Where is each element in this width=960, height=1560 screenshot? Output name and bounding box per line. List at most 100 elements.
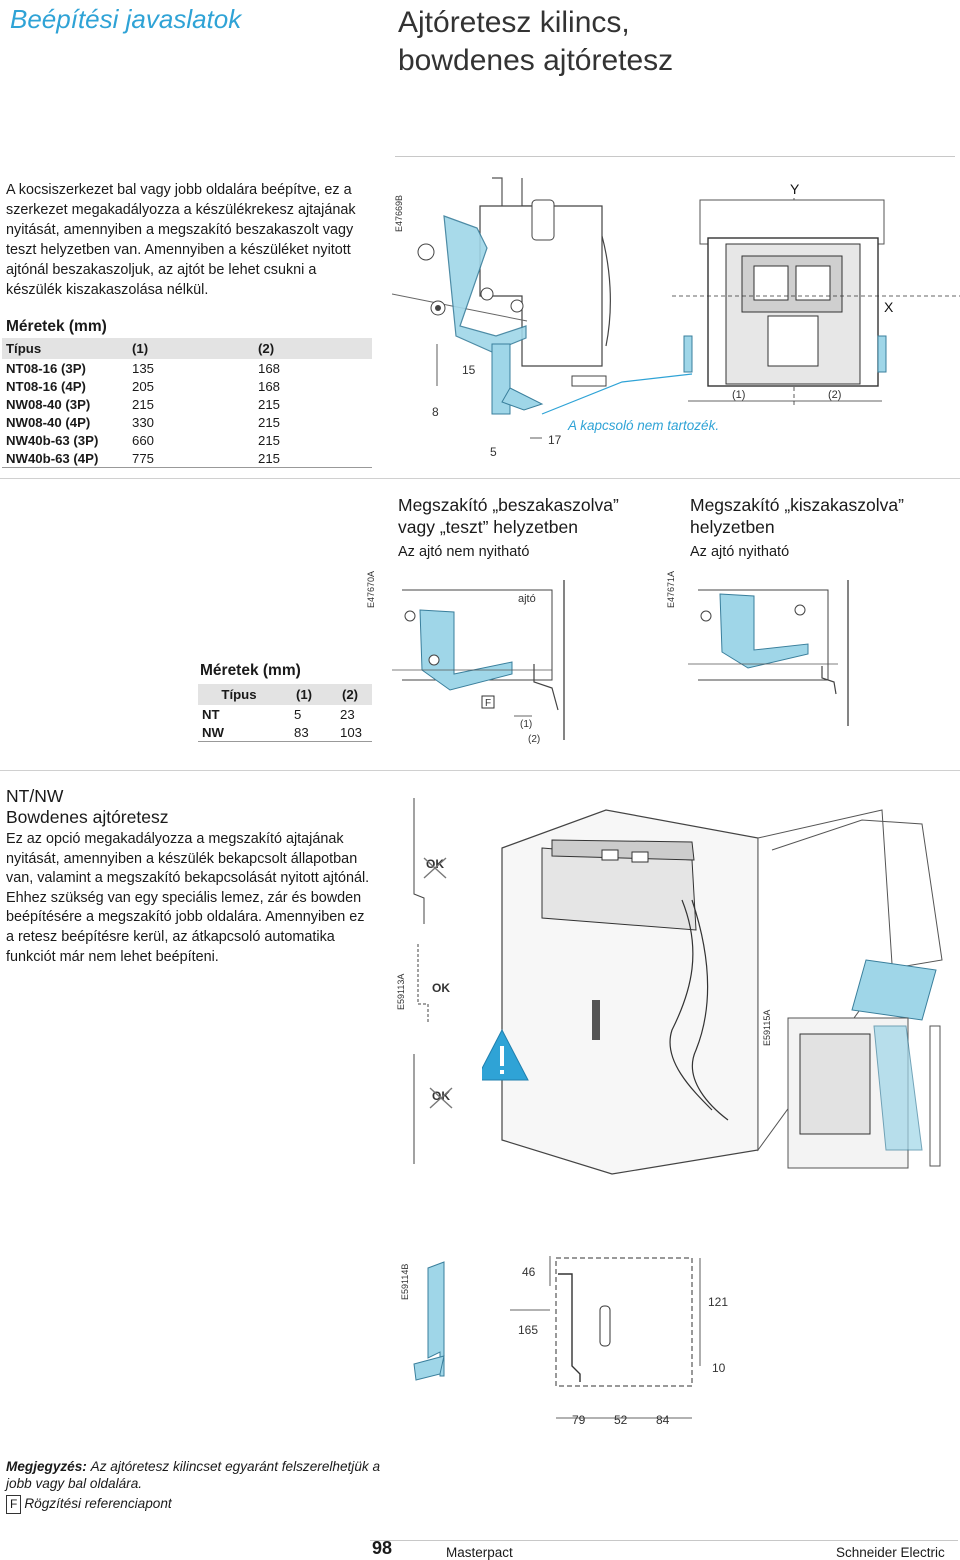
dim-17: 17 [548, 433, 562, 447]
cell-1: 135 [132, 360, 155, 376]
section-divider [0, 478, 960, 479]
dim-84: 84 [656, 1413, 670, 1427]
cell-type: NW08-40 (4P) [6, 414, 91, 430]
dim-2-label: (2) [528, 734, 540, 745]
dims1-title: Méretek (mm) [6, 318, 107, 335]
col-header: (1) [128, 338, 254, 359]
title-divider [395, 156, 955, 157]
state-right-title-2: helyzetben [690, 517, 775, 537]
f-box: F [6, 1495, 22, 1514]
locked-state-drawing: ajtó F (1) (2) [392, 580, 565, 745]
cell-2: 23 [340, 706, 355, 722]
state-right-heading: Megszakító „kiszakaszolva” helyzetben Az… [690, 494, 904, 560]
bowden-fig-code-2: E59115A [762, 1009, 772, 1046]
note-label: Megjegyzés: [6, 1459, 87, 1474]
ntnw-heading-2: Bowdenes ajtóretesz [6, 807, 169, 827]
dim-165: 165 [518, 1323, 538, 1337]
dims1-table: Típus (1) (2) NT08-16 (3P) 135 168 NT08-16… [2, 338, 372, 468]
dim-15: 15 [462, 363, 476, 377]
fig-right-code: E47671A [666, 570, 676, 608]
ntnw-heading-1: NT/NW [6, 786, 64, 806]
dim-1-label: (1) [520, 719, 532, 730]
title-line-2: bowdenes ajtóretesz [398, 44, 674, 77]
ok-label-3: OK [432, 1089, 450, 1103]
cell-2: 103 [340, 724, 363, 740]
cell-type: NT08-16 (3P) [6, 360, 86, 376]
state-left-sub: Az ajtó nem nyitható [398, 544, 530, 560]
dim-1-label: (1) [732, 389, 745, 401]
dim-5: 5 [490, 445, 497, 459]
table-row: NW08-40 (3P) 215 215 [2, 395, 372, 413]
footer-rule [370, 1540, 958, 1541]
ntnw-heading: NT/NW Bowdenes ajtóretesz [6, 786, 168, 828]
state-right-title-1: Megszakító „kiszakaszolva” [690, 495, 904, 515]
f-ref-label: F [485, 698, 491, 709]
page-number: 98 [372, 1538, 393, 1558]
cell-1: 83 [294, 724, 309, 740]
ntnw-paragraph: Ez az opció megakadályozza a megszakító … [6, 831, 370, 965]
cell-type: NW08-40 (3P) [6, 396, 91, 412]
col-header: (1) [280, 684, 328, 705]
col-header: (2) [254, 338, 372, 359]
cabinet-bowden-drawing [482, 809, 943, 1175]
bowden-sequence-strip: OK OK OK [413, 798, 453, 1164]
dim-52: 52 [614, 1413, 628, 1427]
cell-type: NW40b-63 (4P) [6, 450, 99, 466]
section-tag: Beépítési javaslatok [10, 4, 242, 34]
table-header-row: Típus (1) (2) [198, 684, 372, 705]
table-row: NT 5 23 [198, 705, 372, 723]
note-block: Megjegyzés: Az ajtóretesz kilincset egya… [6, 1458, 382, 1514]
handle-interlock-drawing: 15 8 5 17 A kapcsoló nem tartozék. [392, 177, 719, 459]
dim-8: 8 [432, 405, 439, 419]
col-header: (2) [328, 684, 372, 705]
dim-79: 79 [572, 1413, 586, 1427]
cell-type: NW40b-63 (3P) [6, 432, 99, 448]
dim-10: 10 [712, 1361, 726, 1375]
section-divider [0, 770, 960, 771]
switch-note: A kapcsoló nem tartozék. [567, 418, 719, 433]
dims2-title: Méretek (mm) [200, 662, 301, 679]
col-header: Típus [198, 684, 280, 705]
table-row: NT08-16 (4P) 205 168 [2, 377, 372, 395]
col-header: Típus [2, 338, 128, 359]
product-name: Masterpact [446, 1545, 513, 1560]
axis-x-label: X [884, 299, 894, 315]
note-line: Megjegyzés: Az ajtóretesz kilincset egya… [6, 1458, 382, 1492]
ok-label-1: OK [426, 857, 444, 871]
brand-name: Schneider Electric [836, 1545, 945, 1560]
cell-type: NT [202, 706, 220, 722]
plate-dimension-drawing: 46 121 165 10 79 52 84 [413, 1256, 728, 1427]
cell-2: 215 [258, 432, 281, 448]
unlocked-state-drawing [688, 580, 849, 726]
cell-2: 215 [258, 396, 281, 412]
cell-type: NT08-16 (4P) [6, 378, 86, 394]
cell-1: 205 [132, 378, 155, 394]
cell-2: 168 [258, 378, 281, 394]
state-right-sub: Az ajtó nyitható [690, 544, 790, 560]
title-line-1: Ajtóretesz kilincs, [398, 6, 630, 39]
state-left-heading: Megszakító „beszakaszolva” vagy „teszt” … [398, 494, 619, 560]
fig-left-code: E47670A [366, 570, 376, 608]
dims2-table: Típus (1) (2) NT 5 23 NW 83 103 [198, 684, 372, 742]
f-legend-text: Rögzítési referenciapont [24, 1496, 172, 1511]
page-title: Ajtóretesz kilincs, bowdenes ajtóretesz [398, 4, 948, 80]
cell-2: 215 [258, 414, 281, 430]
dim-121: 121 [708, 1295, 728, 1309]
state-left-title-2: vagy „teszt” helyzetben [398, 517, 578, 537]
axis-y-label: Y [790, 181, 800, 197]
ok-label-2: OK [432, 981, 450, 995]
cell-1: 330 [132, 414, 155, 430]
door-label: ajtó [518, 593, 536, 605]
cell-1: 215 [132, 396, 155, 412]
state-left-title-1: Megszakító „beszakaszolva” [398, 495, 619, 515]
front-view-drawing: Y X (1) (2) [672, 181, 960, 406]
note-text: Az ajtóretesz kilincset egyaránt felszer… [6, 1459, 381, 1491]
cell-type: NW [202, 724, 224, 740]
dim-2-label: (2) [828, 389, 841, 401]
cell-1: 5 [294, 706, 302, 722]
table-row: NW08-40 (4P) 330 215 [2, 413, 372, 431]
